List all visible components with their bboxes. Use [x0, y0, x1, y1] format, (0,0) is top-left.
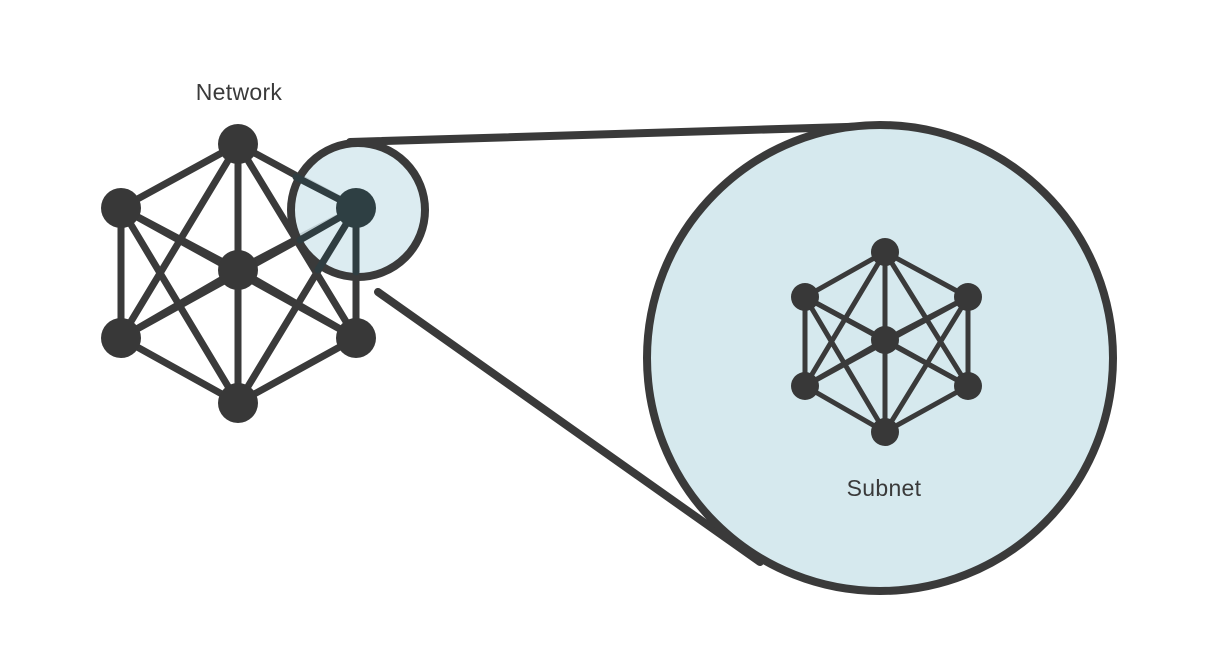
subnet-node-left-top: [791, 283, 819, 311]
network-node-right-bottom: [336, 318, 376, 358]
magnifier-lens: [287, 139, 429, 281]
network-node-left-top: [101, 188, 141, 228]
network-label: Network: [196, 79, 283, 105]
network-node-bottom: [218, 383, 258, 423]
network-node-right-top: [336, 188, 376, 228]
subnet-circle: [643, 121, 1117, 595]
network-node-top: [218, 124, 258, 164]
subnet-node-center: [871, 326, 899, 354]
zoom-connector-top-line: [346, 122, 884, 146]
network-nodes: [101, 124, 376, 423]
zoom-connector-bottom-line: [374, 288, 764, 566]
subnet-node-bottom: [871, 418, 899, 446]
subnet-node-left-bottom: [791, 372, 819, 400]
subnet-node-right-bottom: [954, 372, 982, 400]
network-node-left-bottom: [101, 318, 141, 358]
subnet-node-top: [871, 238, 899, 266]
subnet-label: Subnet: [847, 475, 922, 501]
subnet-node-right-top: [954, 283, 982, 311]
subnet-nodes: [791, 238, 982, 446]
network-node-center: [218, 250, 258, 290]
zoom-connector-lines: [346, 122, 884, 566]
